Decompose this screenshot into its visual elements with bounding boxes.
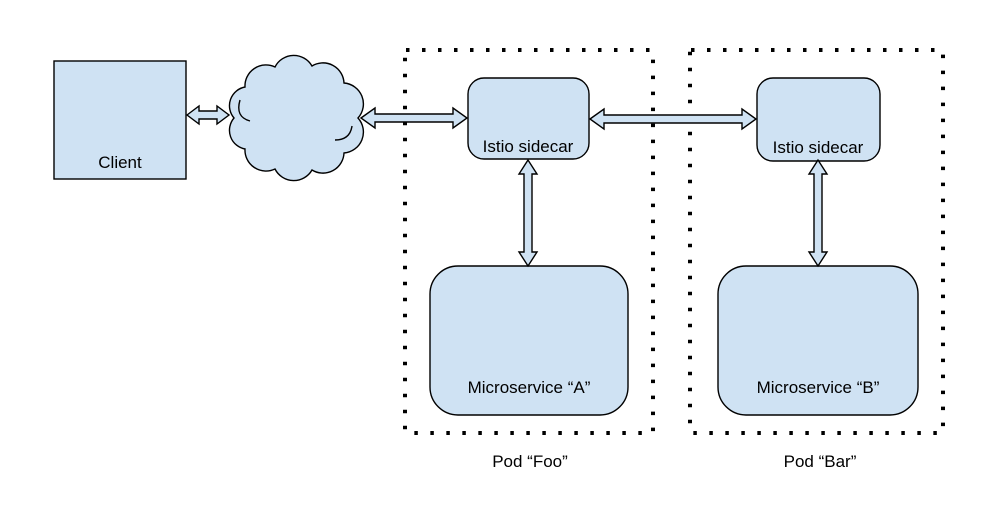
client-box — [53, 60, 187, 180]
arrow-client-cloud — [185, 104, 231, 126]
arrow-sidecar-bar-microservice-b — [807, 158, 829, 268]
istio-sidecar-foo-box — [467, 77, 590, 160]
client-label: Client — [98, 153, 142, 172]
microservice-b-label: Microservice “B” — [757, 378, 880, 397]
microservice-a-box — [429, 265, 629, 416]
istio-sidecar-bar-label: Istio sidecar — [773, 138, 864, 157]
istio-sidecar-foo-label: Istio sidecar — [483, 137, 574, 156]
arrow-cloud-sidecar-foo — [359, 106, 469, 130]
cloud-curl-left — [238, 99, 251, 122]
arrow-sidecar-foo-sidecar-bar — [588, 107, 758, 131]
arrow-sidecar-foo-microservice-a — [517, 158, 539, 268]
network-cloud-icon — [228, 54, 365, 182]
pod-foo-label: Pod “Foo” — [492, 452, 568, 471]
pod-foo-boundary — [403, 48, 655, 435]
cloud-curl-right — [334, 125, 353, 141]
microservice-a-label: Microservice “A” — [468, 378, 591, 397]
pod-bar-label: Pod “Bar” — [784, 452, 857, 471]
